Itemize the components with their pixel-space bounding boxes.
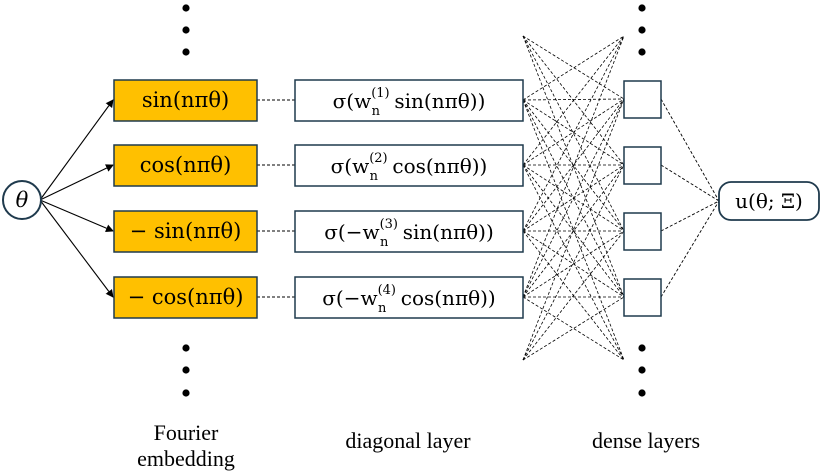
formula-subscript: n (372, 104, 381, 119)
caption-dense-layers: dense layers (592, 428, 700, 453)
caption-fourier-line1: Fourier (154, 420, 219, 445)
dense-edge (522, 230, 625, 298)
dense-edge (522, 164, 625, 298)
formula-superscript: (3) (380, 217, 398, 232)
fourier-box-1: sin(nπθ) (113, 79, 258, 122)
formula-prefix: σ(w (333, 89, 372, 113)
diagonal-formula: σ(w(1) n sin(nπθ)) (333, 86, 486, 119)
dense-edge (522, 35, 625, 298)
dense-neuron-4 (623, 278, 662, 317)
formula-prefix: σ(−w (324, 220, 379, 244)
diagonal-box-1: σ(w(1) n sin(nπθ)) (294, 79, 524, 122)
dense-edge (522, 98, 625, 166)
output-node: u(θ; Ξ) (718, 181, 820, 221)
diagonal-formula: σ(w(2) n cos(nπθ)) (331, 151, 488, 184)
dense-neuron-2 (623, 146, 662, 185)
dense-edge (522, 164, 625, 298)
output-edge (660, 164, 720, 202)
input-node-theta: θ (2, 180, 42, 220)
dense-edge (522, 98, 625, 232)
dense-edge (522, 98, 625, 361)
input-label: θ (16, 188, 29, 212)
formula-subscript: n (378, 301, 387, 316)
fourier-ellipsis-top (182, 4, 190, 56)
input-arrow (39, 199, 114, 298)
formula-suffix: cos(nπθ)) (386, 154, 487, 178)
dense-ellipsis-bottom (638, 344, 646, 397)
diagonal-box-2: σ(w(2) n cos(nπθ)) (294, 144, 524, 187)
formula-superscript: (4) (378, 283, 396, 298)
formula-suffix: cos(nπθ)) (394, 286, 495, 310)
fourier-box-2: cos(nπθ) (113, 144, 258, 187)
dense-edge (522, 35, 625, 232)
formula-subscript: n (380, 235, 389, 250)
dense-edge (522, 35, 625, 298)
dense-edge (522, 99, 625, 166)
dense-edge (522, 35, 625, 166)
fourier-ellipsis-bottom (182, 344, 190, 397)
formula-prefix: σ(−w (322, 286, 377, 310)
dense-ellipsis-top (638, 4, 646, 56)
diagonal-box-4: σ(−w(4) n cos(nπθ)) (294, 276, 524, 319)
formula-superscript: (2) (369, 151, 387, 166)
dense-edge (522, 98, 625, 101)
input-arrow (39, 164, 114, 201)
dense-edge (522, 35, 625, 232)
output-connections (660, 98, 720, 298)
formula-suffix: sin(nπθ)) (396, 220, 493, 244)
fourier-function-label: − sin(nπθ) (130, 219, 242, 243)
dense-edge (522, 99, 625, 361)
diagonal-formula: σ(−w(3) n sin(nπθ)) (324, 217, 494, 250)
formula-prefix: σ(w (331, 154, 370, 178)
output-label: u(θ; Ξ) (735, 189, 803, 213)
dense-edge (522, 164, 625, 361)
caption-diagonal-layer: diagonal layer (345, 428, 471, 453)
fourier-to-diagonal-connections (257, 99, 295, 298)
dense-edge (522, 164, 625, 361)
caption-fourier-line2: embedding (137, 446, 235, 471)
output-edge (660, 98, 720, 202)
formula-suffix: sin(nπθ)) (388, 89, 485, 113)
diagonal-box-3: σ(−w(3) n sin(nπθ)) (294, 210, 524, 253)
diagonal-to-dense-connections (522, 35, 625, 361)
input-arrow (39, 199, 114, 232)
diagonal-formula: σ(−w(4) n cos(nπθ)) (322, 283, 495, 316)
dense-edge (522, 230, 625, 361)
formula-superscript: (1) (371, 86, 389, 101)
dense-neuron-1 (623, 80, 662, 119)
fourier-box-4: − cos(nπθ) (113, 276, 258, 319)
fourier-function-label: − cos(nπθ) (128, 285, 244, 309)
fourier-function-label: cos(nπθ) (140, 153, 232, 177)
formula-subscript: n (370, 169, 379, 184)
input-arrow (39, 99, 114, 201)
fourier-box-3: − sin(nπθ) (113, 210, 258, 253)
dense-neuron-3 (623, 212, 662, 251)
input-arrows (39, 99, 114, 298)
output-edge (660, 200, 720, 232)
output-edge (660, 200, 720, 298)
dense-edge (522, 98, 625, 298)
fourier-function-label: sin(nπθ) (142, 88, 229, 112)
